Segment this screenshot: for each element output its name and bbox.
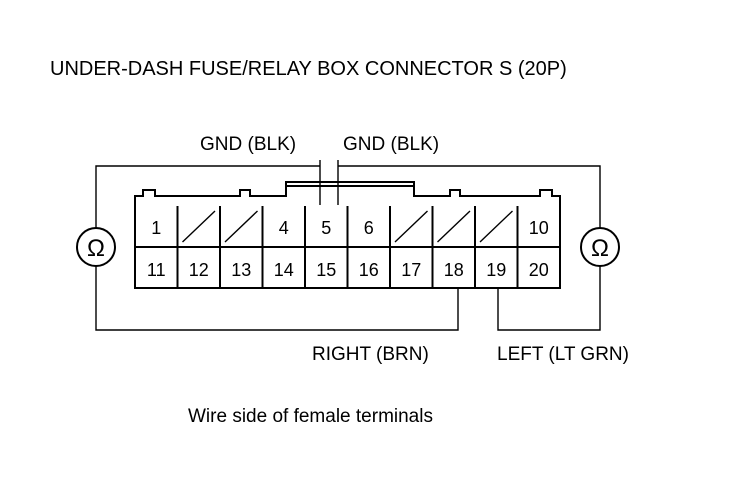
ohm-right-icon: Ω: [591, 235, 609, 262]
unused-cavity-slash: [224, 210, 258, 243]
pin-number: 11: [147, 260, 166, 280]
right-brn-label: RIGHT (BRN): [312, 344, 429, 365]
ohm-left-icon: Ω: [87, 235, 105, 262]
pin-number: 1: [151, 218, 161, 238]
pin-number: 6: [364, 218, 374, 238]
gnd-left-label: GND (BLK): [200, 134, 296, 155]
pin-number: 16: [359, 260, 379, 280]
caption: Wire side of female terminals: [188, 406, 433, 427]
connector-outline: [134, 181, 561, 289]
diagram-title: UNDER-DASH FUSE/RELAY BOX CONNECTOR S (2…: [50, 58, 567, 80]
unused-cavity-slash: [437, 210, 471, 243]
probe-wire-left-top: [95, 165, 320, 228]
pin-number: 12: [189, 260, 209, 280]
probe-wire-left-bottom: [95, 266, 459, 331]
unused-cavity-slash: [182, 210, 216, 243]
pin-number: 13: [231, 260, 251, 280]
pin-number: 17: [401, 260, 421, 280]
probe-wire-right-top: [338, 165, 601, 228]
pin-number: 20: [529, 260, 549, 280]
pin-number: 19: [486, 260, 506, 280]
pin-grid: [135, 206, 560, 288]
unused-cavity-slash: [479, 210, 513, 243]
probe-wire-right-bottom: [497, 266, 601, 331]
unused-cavity-slash: [394, 210, 428, 243]
pin-number: 14: [274, 260, 294, 280]
pin-number: 18: [444, 260, 464, 280]
gnd-right-label: GND (BLK): [343, 134, 439, 155]
pin-number: 15: [316, 260, 336, 280]
pin-number: 5: [321, 218, 331, 238]
left-ltgrn-label: LEFT (LT GRN): [497, 344, 629, 365]
pin-number: 10: [529, 218, 549, 238]
pin-number: 4: [279, 218, 289, 238]
